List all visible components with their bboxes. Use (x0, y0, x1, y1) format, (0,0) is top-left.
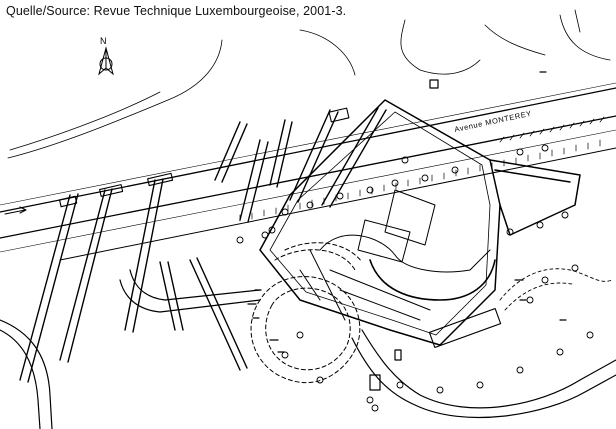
source-caption: Quelle/Source: Revue Technique Luxembour… (6, 4, 347, 18)
tree-symbols (236, 144, 594, 412)
right-bank (499, 268, 613, 311)
road-arrow-marks (4, 206, 27, 215)
survey-marks (247, 71, 567, 391)
inner-structures (299, 189, 496, 321)
road-blocks (58, 107, 502, 349)
north-label: N (100, 36, 107, 46)
tunnel-ducts (19, 107, 387, 383)
building-outline (259, 99, 581, 346)
lower-left-roads (0, 269, 616, 429)
parking-ticks (239, 116, 605, 222)
park-boundary-lines (7, 9, 611, 159)
dashed-paths (250, 242, 363, 384)
north-arrow-icon (98, 46, 114, 76)
